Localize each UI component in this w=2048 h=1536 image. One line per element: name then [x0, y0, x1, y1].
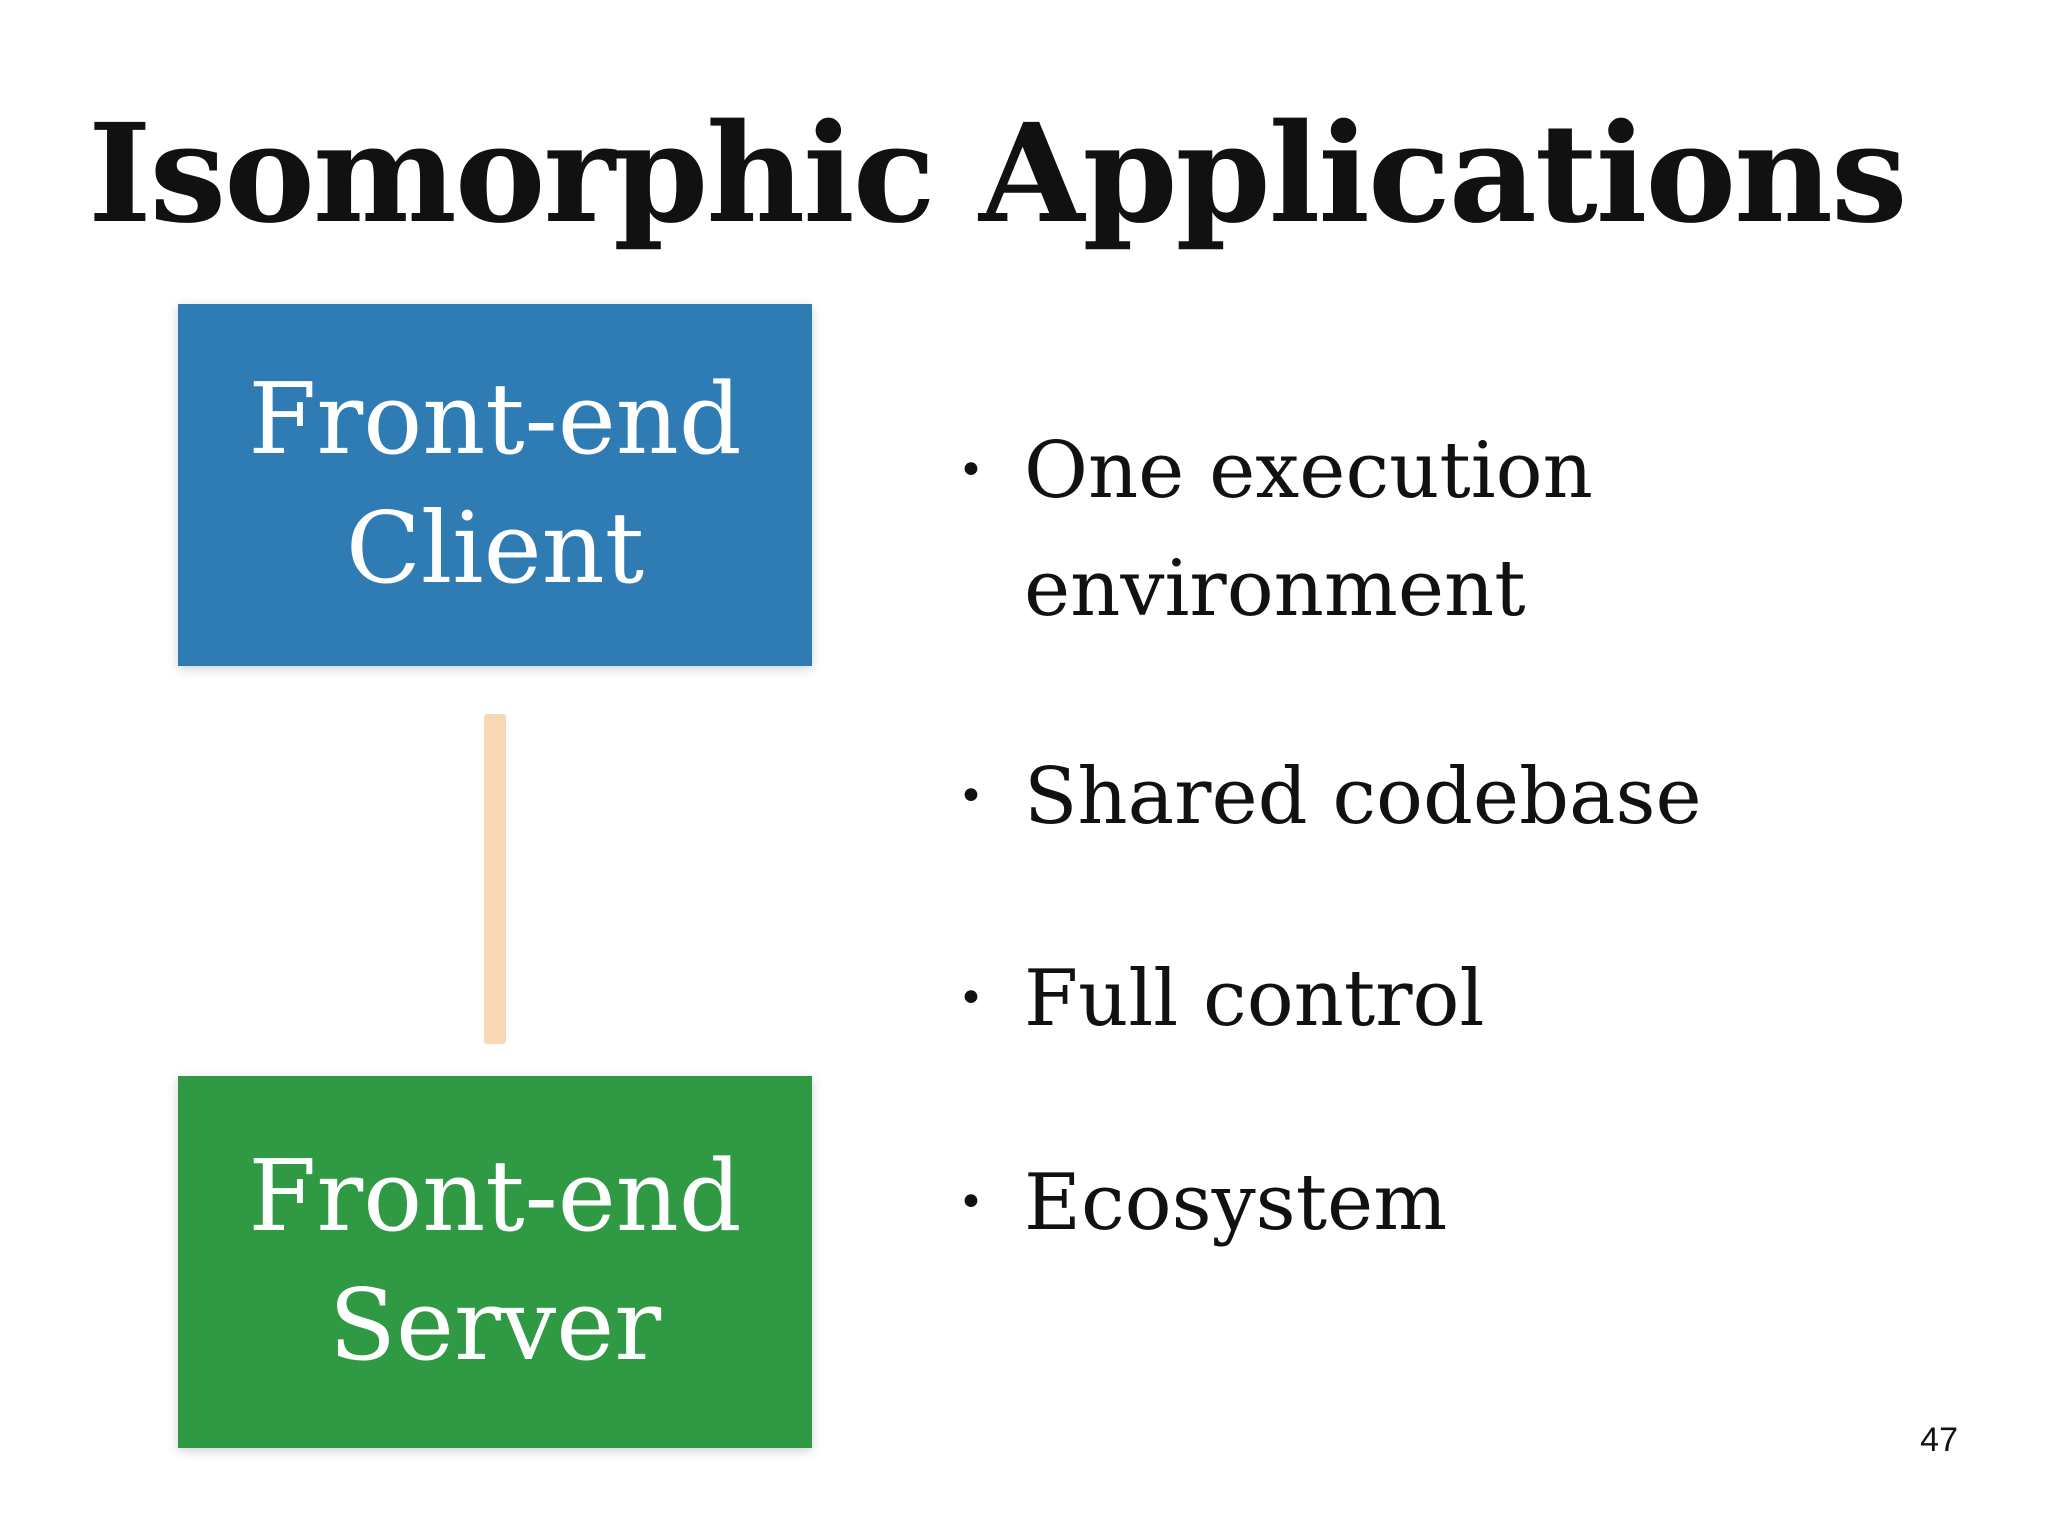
page-number: 47 — [1920, 1421, 1958, 1459]
bullet-text: One execution environment — [1024, 426, 1593, 634]
client-server-connector — [484, 714, 506, 1044]
bullet-item: • One execution environment — [958, 412, 1784, 648]
bullet-text: Ecosystem — [1024, 1158, 1448, 1248]
bullet-text: Full control — [1024, 954, 1485, 1044]
server-box-line2: Server — [328, 1269, 662, 1383]
bullet-text: Shared codebase — [1024, 752, 1702, 842]
front-end-server-box: Front-end Server — [178, 1076, 812, 1448]
bullet-dot-icon: • — [958, 973, 984, 1024]
bullet-dot-icon: • — [958, 771, 984, 822]
client-box-line1: Front-end — [248, 362, 742, 477]
slide-title: Isomorphic Applications — [88, 94, 1908, 254]
bullet-item: • Shared codebase — [958, 738, 1784, 856]
front-end-client-box: Front-end Client — [178, 304, 812, 666]
bullet-dot-icon: • — [958, 1177, 984, 1228]
bullet-item: • Ecosystem — [958, 1144, 1784, 1262]
bullet-dot-icon: • — [958, 445, 984, 496]
bullet-item: • Full control — [958, 940, 1784, 1058]
server-box-line1: Front-end — [248, 1139, 742, 1254]
client-box-line2: Client — [345, 492, 645, 606]
